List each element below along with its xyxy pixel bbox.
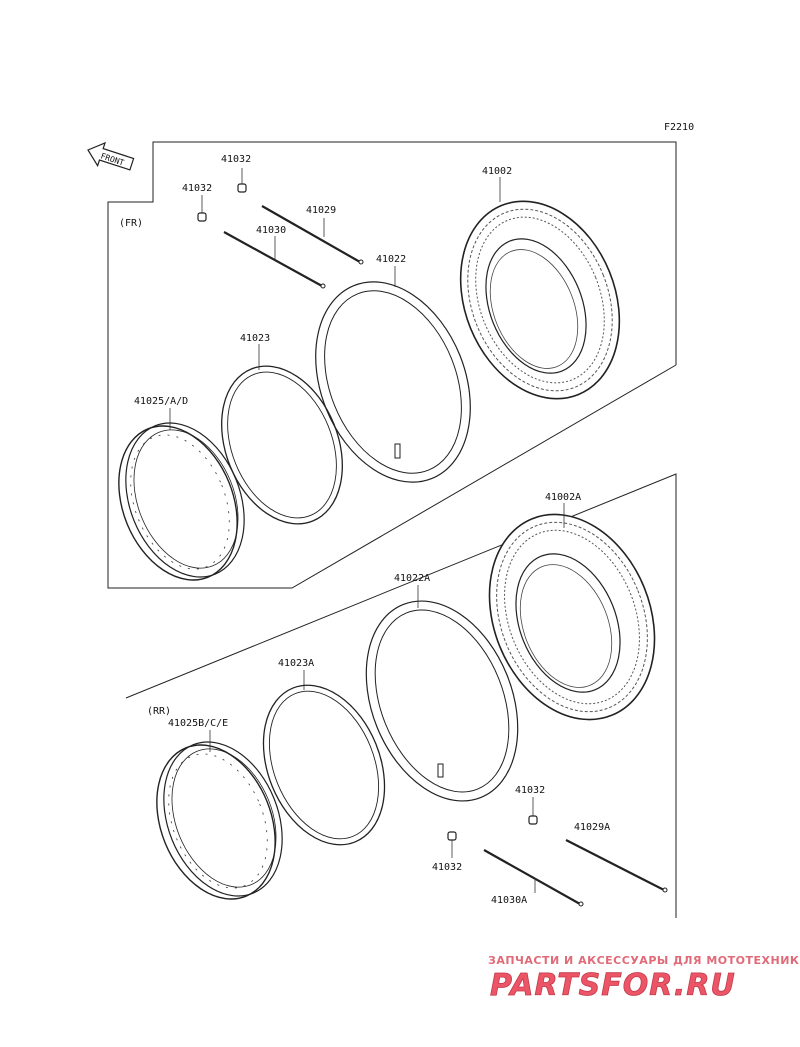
rear-rim-band-icon — [262, 670, 386, 846]
front-label-41023: 41023 — [240, 333, 270, 344]
rear-spoke-41029A-icon — [565, 839, 668, 893]
rear-tube-icon — [365, 585, 519, 802]
rear-spoke-41030A-icon — [483, 849, 584, 907]
rear-label-41022A: 41022A — [394, 573, 430, 584]
watermark-tagline: ЗАПЧАСТИ И АКСЕССУАРЫ ДЛЯ МОТОТЕХНИКИ — [488, 954, 800, 967]
front-spoke-41030-icon — [223, 231, 326, 289]
rear-tire-icon — [488, 503, 656, 721]
rear-section-border — [125, 473, 677, 918]
front-spoke-41029-icon — [261, 205, 364, 265]
rear-label-41023A: 41023A — [278, 658, 314, 669]
front-tire-icon — [459, 177, 621, 400]
watermark-logo: PARTSFOR.RU — [490, 968, 736, 1003]
rear-section-label: (RR) — [147, 706, 171, 717]
figure-code: F2210 — [664, 122, 694, 133]
rear-label-41030A: 41030A — [491, 895, 527, 906]
front-label-41022: 41022 — [376, 254, 406, 265]
rear-valve-cap-a-icon — [528, 797, 538, 825]
rear-label-41032-b: 41032 — [432, 862, 462, 873]
front-valve-cap-a-icon — [237, 168, 247, 193]
rear-label-41032-a: 41032 — [515, 785, 545, 796]
front-arrow-label: FRONT — [99, 151, 125, 167]
front-label-41002: 41002 — [482, 166, 512, 177]
front-arrow-icon: FRONT — [87, 141, 135, 171]
front-label-41032-a: 41032 — [221, 154, 251, 165]
front-section-label: (FR) — [119, 218, 143, 229]
front-valve-cap-b-icon — [197, 195, 207, 222]
rear-valve-cap-b-icon — [447, 831, 457, 858]
front-label-41029: 41029 — [306, 205, 336, 216]
rear-label-41002A: 41002A — [545, 492, 581, 503]
front-label-41032-b: 41032 — [182, 183, 212, 194]
front-label-41030: 41030 — [256, 225, 286, 236]
front-rim-icon — [118, 408, 245, 581]
front-section-border — [107, 141, 677, 589]
rear-rim-icon — [156, 730, 283, 900]
rear-label-41025B: 41025B/C/E — [168, 718, 228, 729]
rear-label-41029A: 41029A — [574, 822, 610, 833]
front-label-41025: 41025/A/D — [134, 396, 188, 407]
